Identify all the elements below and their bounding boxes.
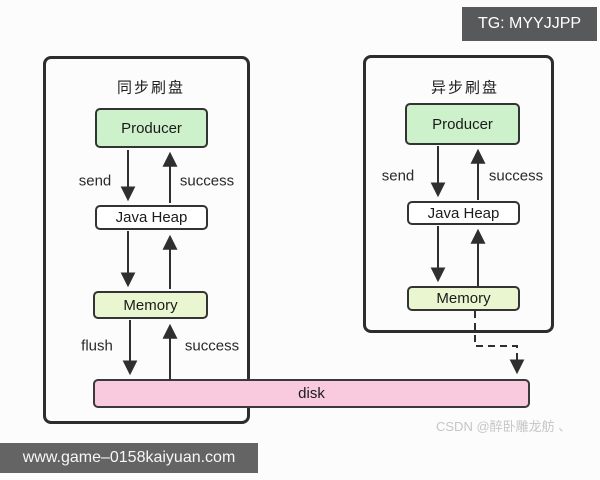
async-flush-panel bbox=[363, 55, 554, 333]
async-memory-node: Memory bbox=[407, 286, 520, 311]
sync-success-lower-label: success bbox=[184, 337, 240, 355]
sync-java-heap-node: Java Heap bbox=[95, 205, 208, 230]
async-java-heap-node: Java Heap bbox=[407, 201, 520, 225]
async-panel-title: 异步刷盘 bbox=[430, 79, 500, 97]
csdn-watermark: CSDN @醉卧雕龙舫 、 bbox=[436, 419, 572, 434]
sync-flush-label: flush bbox=[81, 337, 113, 355]
sync-flush-panel bbox=[43, 56, 250, 424]
sync-producer-node: Producer bbox=[95, 108, 208, 148]
sync-send-label: send bbox=[78, 172, 112, 190]
site-url-bar: www.game–0158kaiyuan.com bbox=[0, 443, 258, 473]
async-producer-node: Producer bbox=[405, 103, 520, 145]
sync-panel-title: 同步刷盘 bbox=[116, 79, 186, 97]
sync-memory-node: Memory bbox=[93, 291, 208, 319]
async-send-label: send bbox=[381, 167, 415, 185]
disk-node: disk bbox=[93, 379, 530, 408]
tg-badge: TG: MYYJJPP bbox=[462, 7, 597, 41]
async-success-label: success bbox=[488, 167, 544, 185]
sync-success-upper-label: success bbox=[179, 172, 235, 190]
async-flush-dashed-arrow bbox=[474, 311, 525, 375]
